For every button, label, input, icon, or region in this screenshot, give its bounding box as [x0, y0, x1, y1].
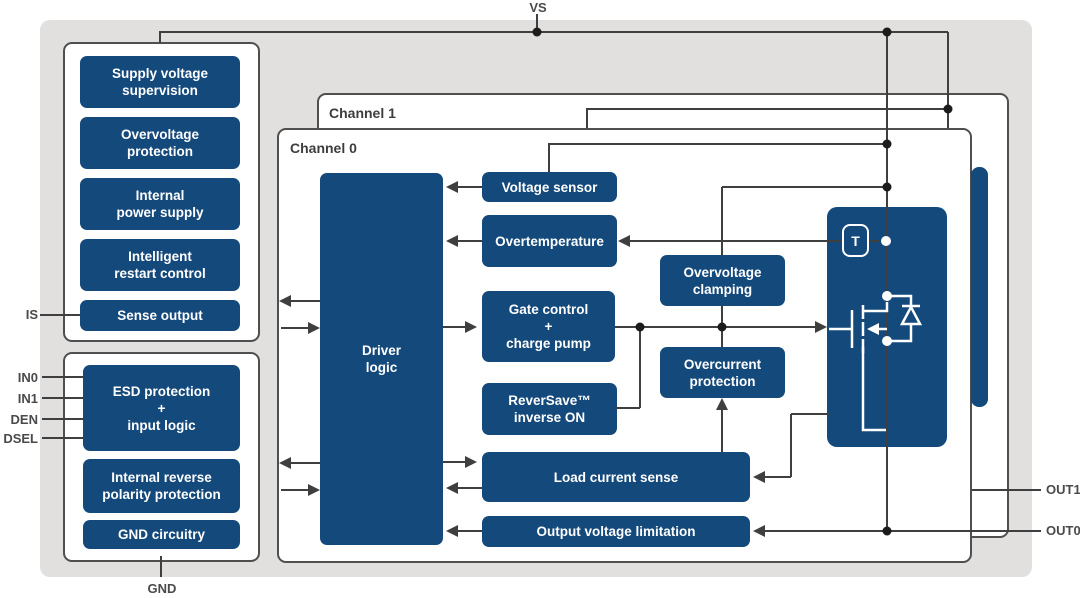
channel0-label: Channel 0 [290, 140, 357, 156]
pin-label-den: DEN [10, 412, 38, 427]
block-supply-voltage-supervision: Supply voltage supervision [80, 56, 240, 108]
block-internal-power-supply: Internal power supply [80, 178, 240, 230]
block-esd-input-logic: ESD protection + input logic [83, 365, 240, 451]
block-internal-reverse-polarity-protection: Internal reverse polarity protection [83, 459, 240, 513]
block-sense-output: Sense output [80, 300, 240, 331]
pin-label-out0: OUT0 [1046, 523, 1080, 538]
channel1-label: Channel 1 [329, 105, 396, 121]
block-overvoltage-clamping: Overvoltage clamping [660, 255, 785, 306]
temperature-sensor-badge: T [842, 224, 869, 257]
block-driver-logic: Driver logic [320, 173, 443, 545]
block-load-current-sense: Load current sense [482, 452, 750, 502]
block-overtemperature: Overtemperature [482, 215, 617, 267]
pin-label-gnd: GND [147, 581, 177, 596]
block-output-voltage-limitation: Output voltage limitation [482, 516, 750, 547]
block-gate-control-charge-pump: Gate control + charge pump [482, 291, 615, 362]
block-reversave-inverse-on: ReverSave™ inverse ON [482, 383, 617, 435]
pin-label-is: IS [25, 307, 38, 322]
pin-label-in1: IN1 [17, 391, 38, 406]
pin-label-out1: OUT1 [1046, 482, 1080, 497]
pin-label-dsel: DSEL [3, 431, 38, 446]
block-overvoltage-protection: Overvoltage protection [80, 117, 240, 169]
block-intelligent-restart-control: Intelligent restart control [80, 239, 240, 291]
pin-label-vs: VS [529, 0, 547, 15]
block-voltage-sensor: Voltage sensor [482, 172, 617, 202]
block-gnd-circuitry: GND circuitry [83, 520, 240, 549]
pin-label-in0: IN0 [17, 370, 38, 385]
block-overcurrent-protection: Overcurrent protection [660, 347, 785, 398]
channel1-mosfet-edge [971, 167, 988, 407]
